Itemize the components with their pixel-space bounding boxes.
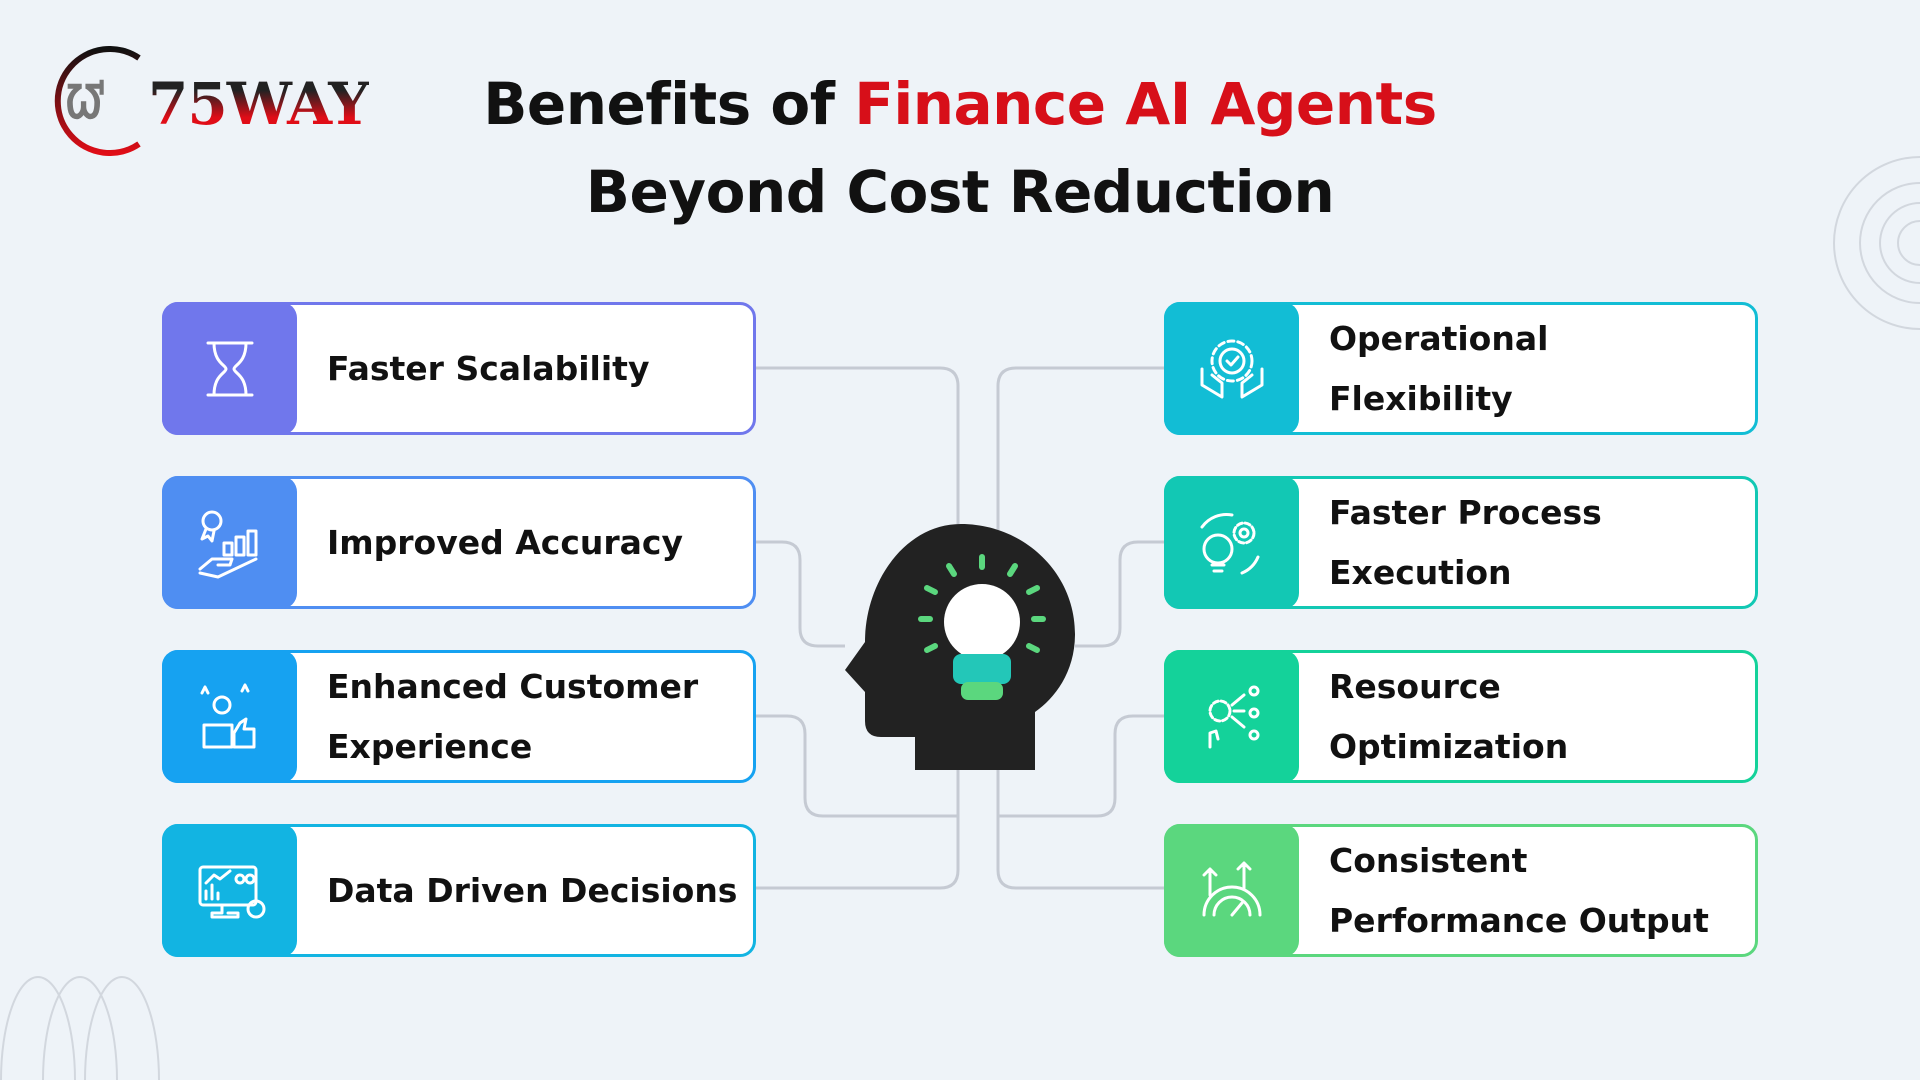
- benefit-card: Enhanced Customer Experience: [162, 650, 756, 783]
- benefit-label: Faster Scalability: [327, 348, 650, 388]
- icon-box: [1164, 650, 1299, 783]
- benefit-label: Faster Process Execution: [1329, 492, 1602, 592]
- page-title-line1: Benefits of Finance AI Agents: [483, 70, 1437, 138]
- gear-people-icon: [1208, 685, 1259, 748]
- benefit-card: Consistent Performance Output: [1164, 824, 1758, 957]
- benefit-label: Consistent Performance Output: [1329, 840, 1709, 940]
- icon-box: [1164, 824, 1299, 957]
- decorative-circles: [1833, 156, 1920, 330]
- benefit-label: Improved Accuracy: [327, 522, 684, 562]
- icon-box: [1164, 302, 1299, 435]
- benefit-card: Faster Scalability: [162, 302, 756, 435]
- monitor-analytics-icon: [198, 865, 265, 918]
- icon-box: [162, 302, 297, 435]
- head-lightbulb-icon: [845, 524, 1075, 770]
- benefit-card: Data Driven Decisions: [162, 824, 756, 957]
- svg-text:ᘺ: ᘺ: [66, 75, 105, 129]
- logo-emblem-icon: ᘺ: [54, 46, 141, 156]
- benefit-label: Enhanced Customer Experience: [327, 666, 699, 766]
- benefit-card: Resource Optimization: [1164, 650, 1758, 783]
- benefit-label: Data Driven Decisions: [327, 870, 738, 910]
- hands-gear-icon: [1200, 339, 1263, 398]
- icon-box: [1164, 476, 1299, 609]
- decorative-ovals: [0, 976, 160, 1080]
- title-accent: Finance AI Agents: [854, 70, 1437, 138]
- hand-chart-award-icon: [198, 510, 257, 578]
- logo: ᘺ 75WAY: [44, 46, 374, 156]
- benefit-label: Resource Optimization: [1329, 666, 1569, 766]
- customer-thumbs-up-icon: [200, 683, 255, 748]
- benefit-label: Operational Flexibility: [1329, 318, 1549, 418]
- page-title-line2: Beyond Cost Reduction: [585, 158, 1335, 226]
- logo-text: 75WAY: [148, 70, 370, 138]
- benefit-card: Improved Accuracy: [162, 476, 756, 609]
- icon-box: [162, 650, 297, 783]
- gears-bulb-icon: [1200, 512, 1259, 574]
- benefit-card: Faster Process Execution: [1164, 476, 1758, 609]
- hourglass-icon: [206, 341, 253, 396]
- gauge-arrows-icon: [1202, 861, 1261, 916]
- icon-box: [162, 824, 297, 957]
- icon-box: [162, 476, 297, 609]
- benefit-card: Operational Flexibility: [1164, 302, 1758, 435]
